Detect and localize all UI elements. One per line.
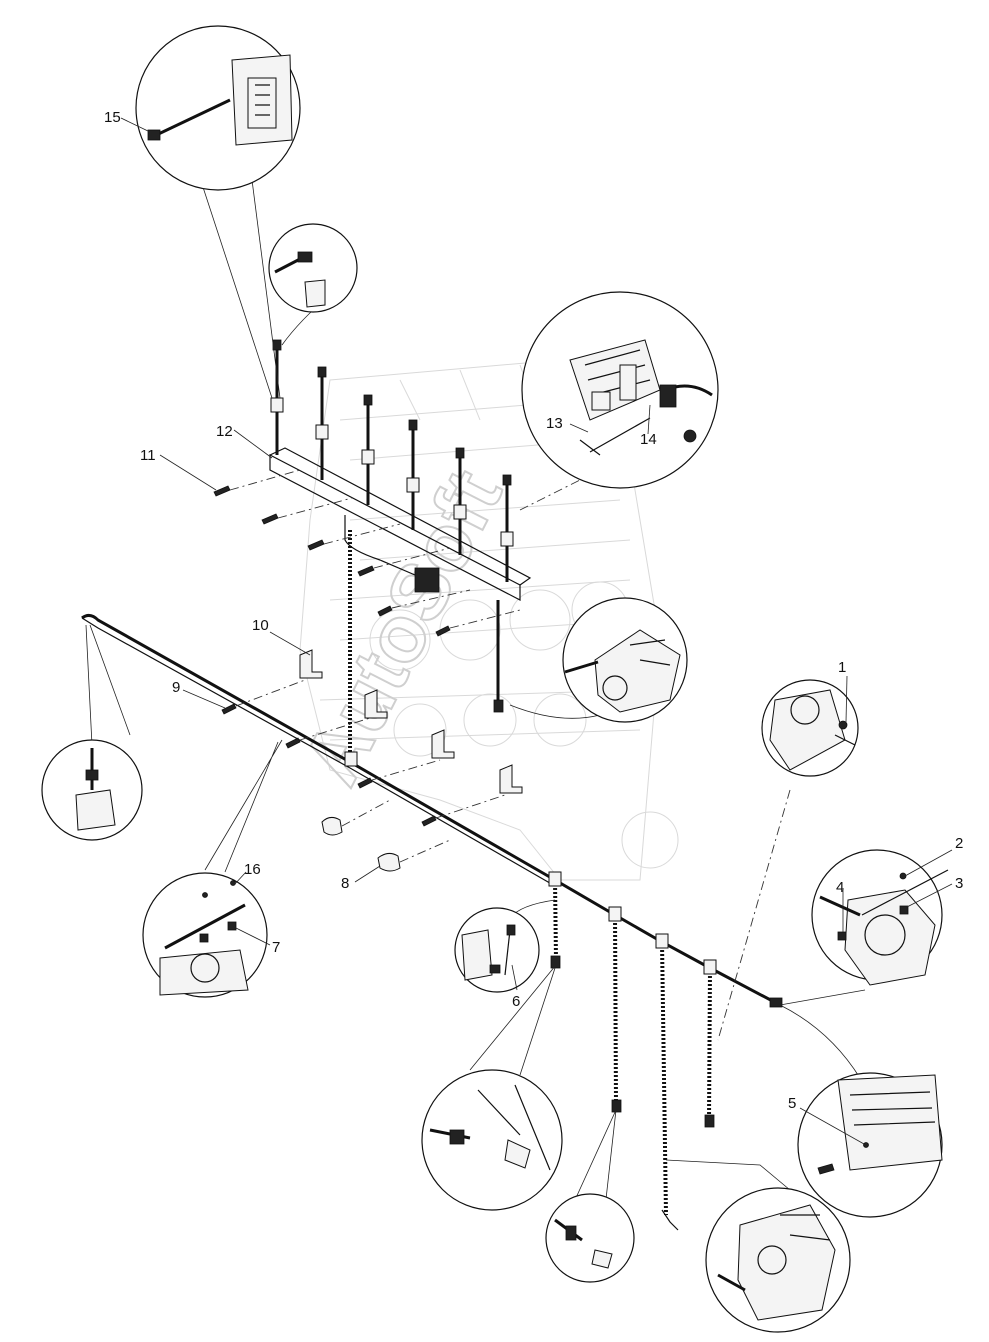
callouts: 1 2 3 4 5 6 7 8 9 10 11 12 13 14 15 16: [104, 109, 963, 1112]
callout-12: 12: [216, 423, 233, 440]
injector-harness-rail: [269, 339, 532, 713]
callout-14: 14: [640, 431, 657, 448]
callout-16: 16: [244, 861, 261, 878]
callout-8: 8: [341, 875, 349, 892]
callout-5: 5: [788, 1095, 796, 1112]
hardware: [213, 485, 523, 872]
callout-leaders: [120, 117, 953, 1145]
callout-10: 10: [252, 617, 269, 634]
callout-7: 7: [272, 939, 280, 956]
callout-11: 11: [140, 447, 156, 464]
callout-3: 3: [955, 875, 963, 892]
callout-6: 6: [512, 993, 520, 1010]
leader-lines: [229, 469, 791, 1041]
main-harness: [81, 530, 783, 1231]
callout-9: 9: [172, 679, 180, 696]
callout-4: 4: [836, 879, 844, 896]
callout-2: 2: [955, 835, 963, 852]
callout-15: 15: [104, 109, 121, 126]
callout-1: 1: [838, 659, 846, 676]
callout-13: 13: [546, 415, 563, 432]
detail-views: [41, 25, 949, 1333]
